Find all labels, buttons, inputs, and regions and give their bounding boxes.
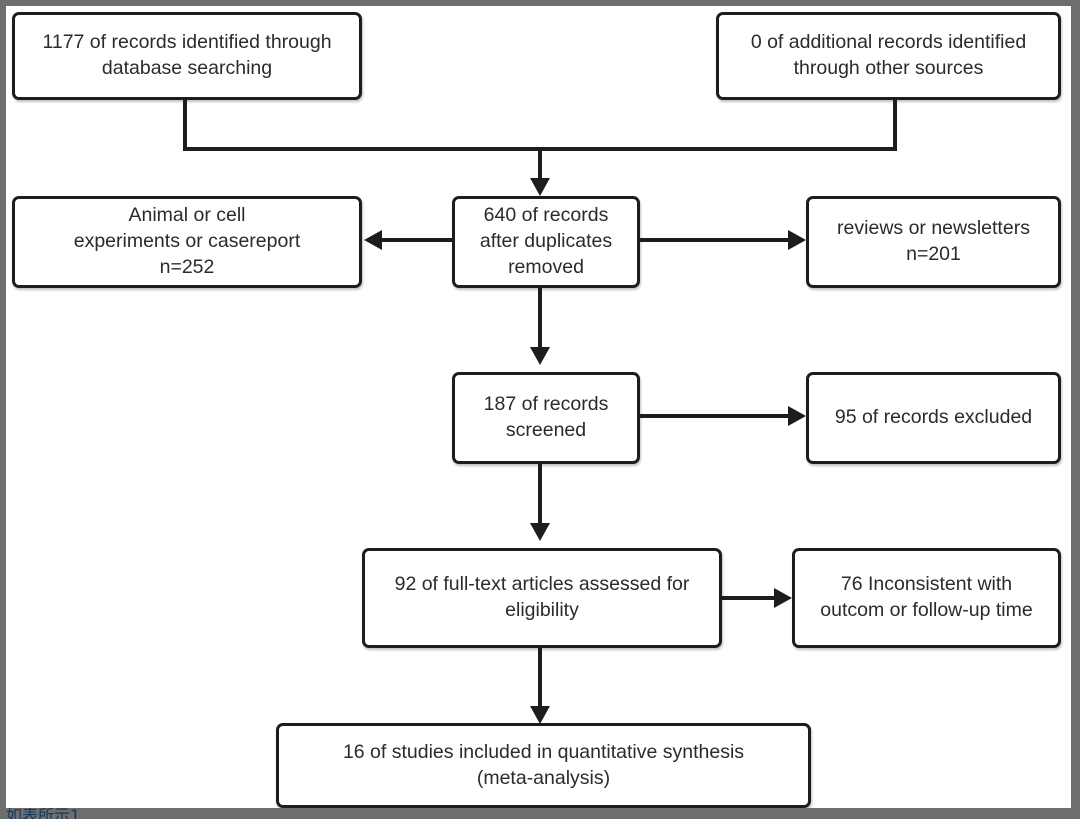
connector-merge-to-duplicates: [538, 147, 542, 185]
arrow-down-to-fulltext-icon: [530, 523, 550, 541]
connector-duplicates-to-screened: [538, 288, 542, 354]
connector-other-drop: [893, 100, 897, 151]
connector-screened-to-fulltext: [538, 464, 542, 530]
arrow-right-to-excluded-icon: [788, 406, 806, 426]
node-records-identified-other-sources: 0 of additional records identified throu…: [716, 12, 1061, 100]
arrow-down-to-duplicates-icon: [530, 178, 550, 196]
clipped-bottom-caption: 如表所示1: [6, 808, 81, 819]
node-fulltext-assessed-eligibility: 92 of full-text articles assessed for el…: [362, 548, 722, 648]
connector-duplicates-to-reviews: [638, 238, 790, 242]
connector-fulltext-to-included: [538, 648, 542, 714]
node-studies-included-quantitative-synthesis: 16 of studies included in quantitative s…: [276, 723, 811, 808]
node-excluded-inconsistent-outcome: 76 Inconsistent with outcom or follow-up…: [792, 548, 1061, 648]
connector-duplicates-to-animal: [380, 238, 454, 242]
node-excluded-reviews-newsletters: reviews or newsletters n=201: [806, 196, 1061, 288]
arrow-down-to-included-icon: [530, 706, 550, 724]
node-records-identified-database: 1177 of records identified through datab…: [12, 12, 362, 100]
connector-screened-to-excluded: [638, 414, 790, 418]
arrow-right-to-inconsistent-icon: [774, 588, 792, 608]
arrow-right-to-reviews-icon: [788, 230, 806, 250]
node-records-excluded: 95 of records excluded: [806, 372, 1061, 464]
node-excluded-animal-cell-casereport: Animal or cell experiments or casereport…: [12, 196, 362, 288]
flowchart-canvas: 1177 of records identified through datab…: [6, 6, 1071, 808]
arrow-left-to-animal-icon: [364, 230, 382, 250]
connector-fulltext-to-inconsistent: [720, 596, 778, 600]
node-records-after-duplicates-removed: 640 of records after duplicates removed: [452, 196, 640, 288]
arrow-down-to-screened-icon: [530, 347, 550, 365]
connector-db-drop: [183, 100, 187, 151]
node-records-screened: 187 of records screened: [452, 372, 640, 464]
